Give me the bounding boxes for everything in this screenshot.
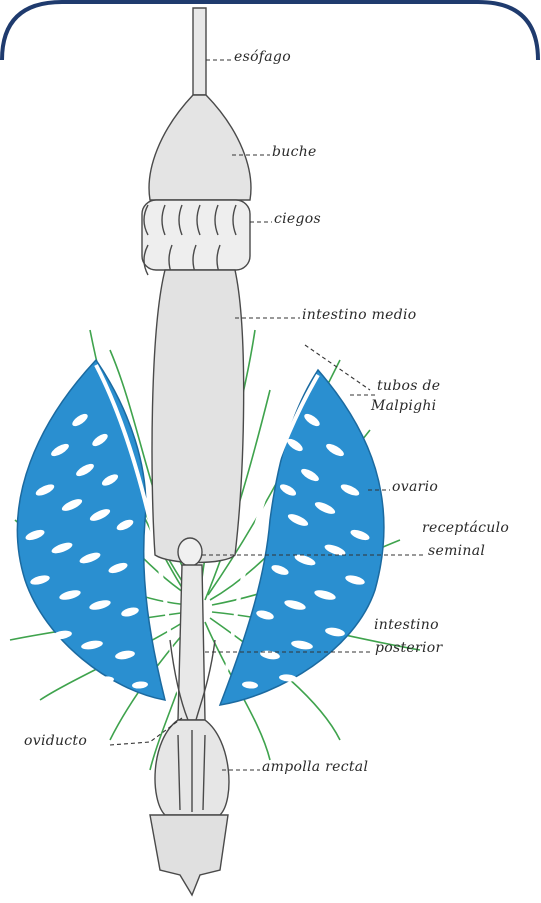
label-ovario: ovario [392,479,438,495]
crop [149,95,251,200]
label-ciegos: ciegos [274,211,321,227]
digestive-tube [142,8,251,895]
gastric-caeca [142,200,250,275]
label-receptaculo-line2: seminal [428,543,485,559]
label-intestino-medio: intestino medio [302,307,417,323]
midgut [152,270,244,563]
hindgut [178,565,205,720]
label-ampolla-rectal: ampolla rectal [262,759,368,775]
label-esofago: esófago [234,49,291,65]
terminal-segment [150,815,228,895]
seminal-receptacle [178,538,202,566]
label-intestino-posterior-line1: intestino [374,617,439,633]
label-oviducto: oviducto [24,733,87,749]
esophagus [193,8,206,95]
label-receptaculo-line1: receptáculo [422,520,509,536]
label-buche: buche [272,144,317,160]
label-tubos-line2: Malpighi [371,398,436,414]
label-tubos-line1: tubos de [377,378,440,394]
label-intestino-posterior-line2: posterior [375,640,442,656]
